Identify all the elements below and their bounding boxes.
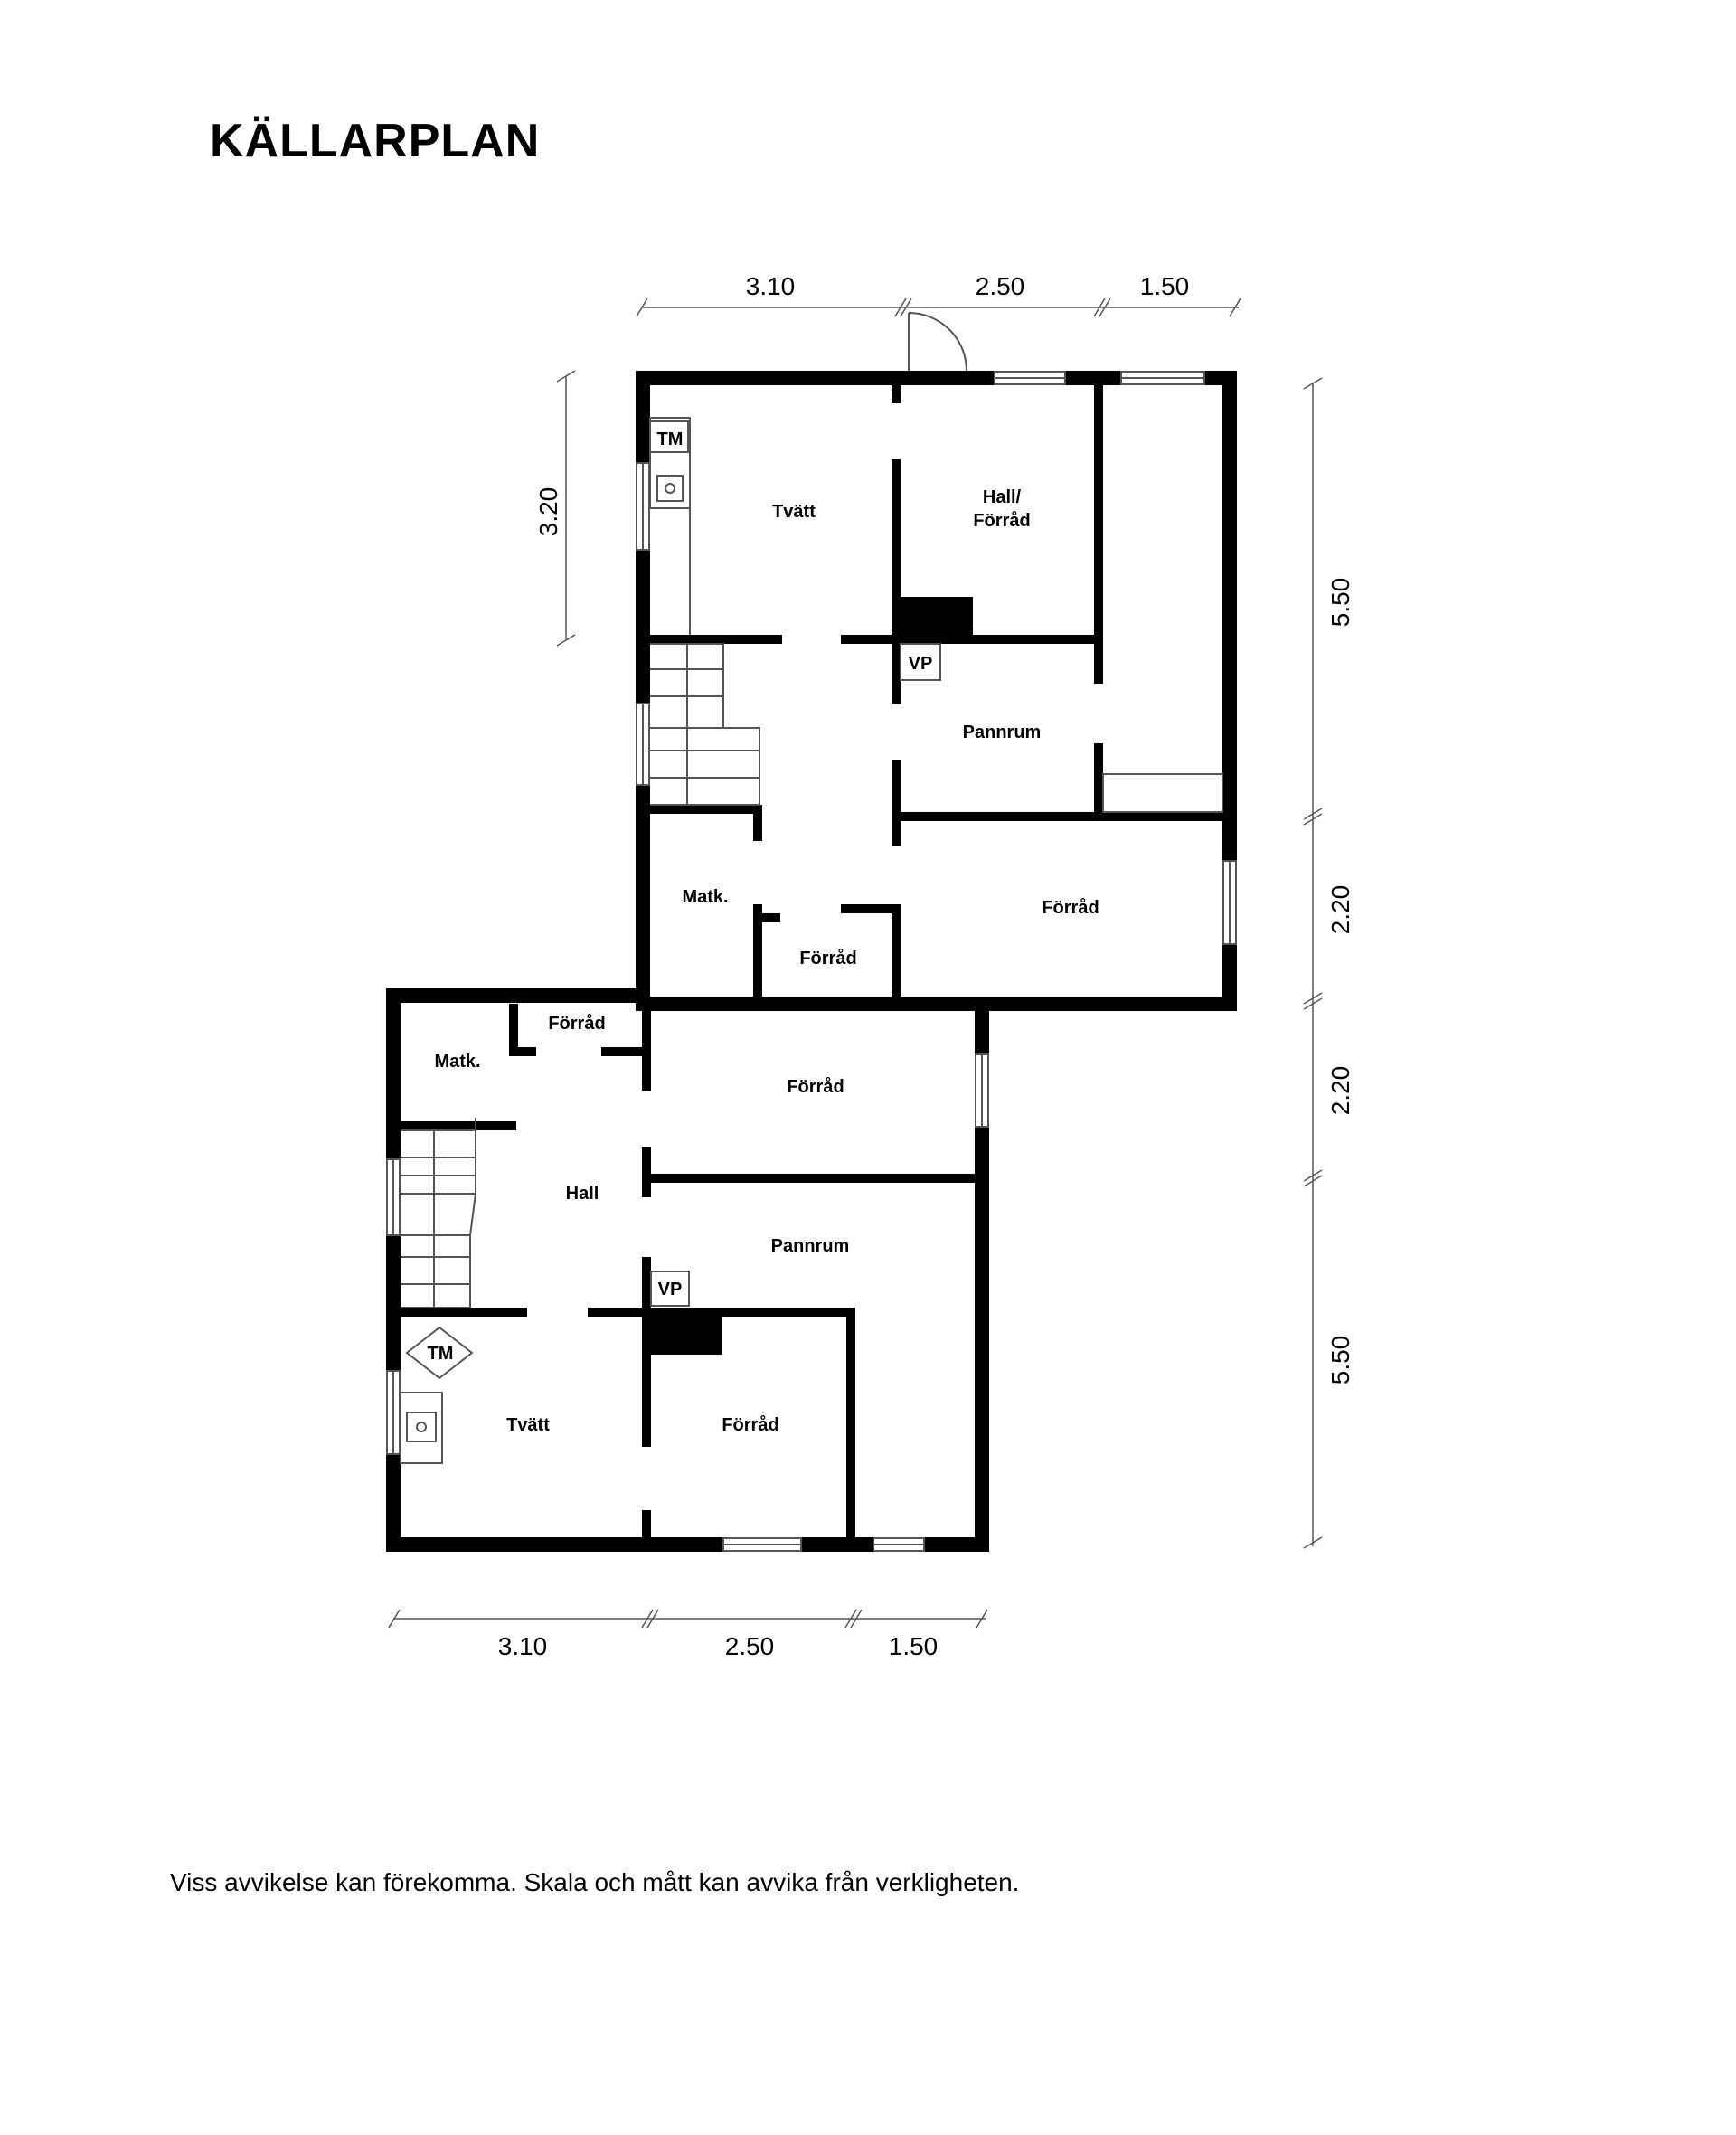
dim-top-3: 1.50 xyxy=(1140,272,1190,300)
upper-unit xyxy=(636,312,1237,1011)
tm-label: TM xyxy=(428,1344,454,1364)
dim-left-1: 3.20 xyxy=(534,487,562,537)
dim-bottom-3: 1.50 xyxy=(889,1632,939,1660)
room-label-forrad-mid: Förråd xyxy=(787,1076,844,1097)
lower-unit xyxy=(386,988,989,1552)
lower-windows xyxy=(386,1053,989,1552)
lower-room-labels: Förråd Matk. Förråd Hall Pannrum Tvätt F… xyxy=(428,1013,850,1435)
lower-interior-walls xyxy=(401,1004,976,1537)
vp-label: VP xyxy=(909,654,933,674)
upper-tm-box xyxy=(649,420,689,453)
dimension-labels: 3.10 2.50 1.50 3.10 2.50 1.50 3.20 5.50 … xyxy=(498,272,1354,1660)
room-label-forrad-bottom: Förråd xyxy=(722,1414,778,1435)
lower-tm-diamond xyxy=(405,1326,474,1380)
room-label-matk: Matk. xyxy=(682,887,728,907)
room-label-forrad-line-2: Förråd xyxy=(973,510,1030,531)
lower-fixtures xyxy=(400,1118,476,1464)
lower-outer-walls xyxy=(386,988,989,1552)
dim-right-1: 5.50 xyxy=(1326,578,1354,628)
dim-right-3: 2.20 xyxy=(1326,1066,1354,1116)
room-label-hall-line-1: Hall/ xyxy=(983,487,1022,507)
room-label-matk: Matk. xyxy=(434,1052,480,1072)
lower-vp-box xyxy=(650,1271,690,1307)
dim-bottom-2: 2.50 xyxy=(725,1632,775,1660)
room-label-tvatt: Tvätt xyxy=(772,502,816,522)
upper-room-labels: Tvätt Hall/ Förråd Pannrum Matk. Förråd … xyxy=(657,430,1099,968)
dim-right-4: 5.50 xyxy=(1326,1336,1354,1385)
room-label-tvatt: Tvätt xyxy=(506,1415,550,1435)
upper-fixtures xyxy=(649,417,1223,813)
dim-top-1: 3.10 xyxy=(746,272,796,300)
upper-windows xyxy=(636,371,1237,945)
upper-interior-walls xyxy=(650,385,1222,997)
room-label-hall: Hall xyxy=(566,1184,599,1204)
room-label-forrad-small: Förråd xyxy=(799,948,856,968)
upper-entrance-door xyxy=(908,312,967,372)
upper-outer-walls xyxy=(636,371,1237,1011)
dimension-lines xyxy=(388,298,1323,1629)
plan-title: KÄLLARPLAN xyxy=(210,115,541,167)
tm-label: TM xyxy=(657,430,684,449)
vp-label: VP xyxy=(658,1280,683,1299)
dim-right-2: 2.20 xyxy=(1326,885,1354,935)
dim-top-2: 2.50 xyxy=(976,272,1025,300)
room-label-pannrum: Pannrum xyxy=(963,723,1042,742)
dim-bottom-1: 3.10 xyxy=(498,1632,548,1660)
room-label-forrad-top: Förråd xyxy=(548,1013,605,1034)
upper-vp-box xyxy=(900,643,941,681)
disclaimer-text: Viss avvikelse kan förekomma. Skala och … xyxy=(170,1868,1020,1896)
room-label-pannrum: Pannrum xyxy=(771,1236,850,1256)
room-label-forrad-large: Förråd xyxy=(1042,897,1099,918)
